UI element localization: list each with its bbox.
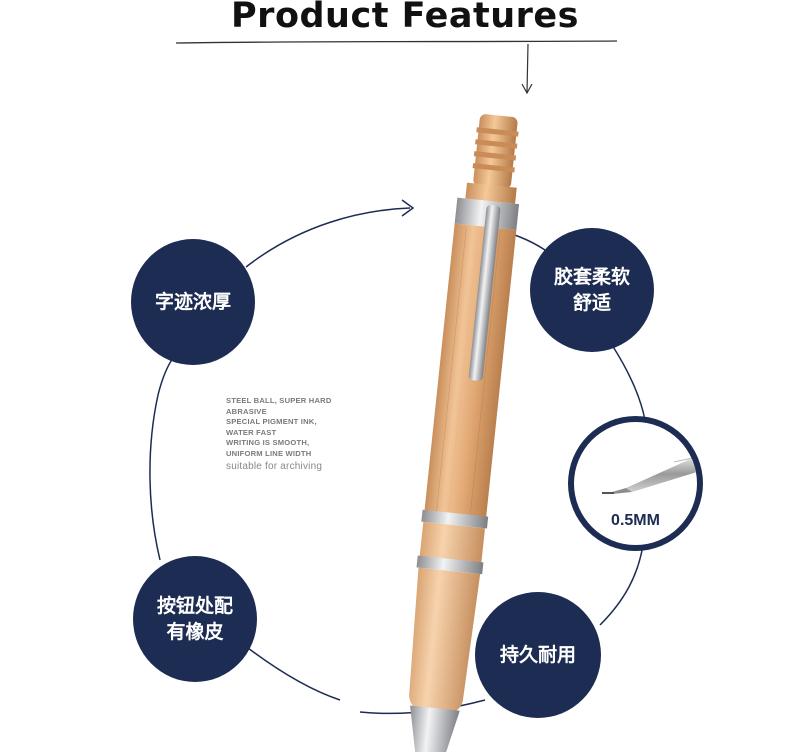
badge-text-line: 有橡皮 xyxy=(166,621,224,643)
title-underline xyxy=(175,40,618,95)
feature-badge-soft-grip: 胶套柔软 舒适 xyxy=(530,228,654,352)
badge-text-line: 胶套柔软 xyxy=(553,266,630,288)
lead-size-callout: 0.5MM xyxy=(568,416,703,551)
mechanical-pencil-illustration xyxy=(409,114,520,752)
description-line: suitable for archiving xyxy=(226,460,323,472)
description-line: STEEL BALL, SUPER HARD xyxy=(226,396,332,405)
badge-text-line: 字迹浓厚 xyxy=(154,291,231,313)
lead-closeup: 0.5MM xyxy=(574,422,697,545)
description-line: WATER FAST xyxy=(226,427,277,437)
page-title: Product Features xyxy=(231,0,579,36)
badge-text-line: 舒适 xyxy=(572,292,611,314)
description-line: UNIFORM LINE WIDTH xyxy=(226,448,312,458)
description-line: SPECIAL PIGMENT INK, xyxy=(226,417,317,427)
description-line: WRITING IS SMOOTH, xyxy=(226,438,310,448)
description-line: ABRASIVE xyxy=(226,406,267,416)
badge-text-line: 持久耐用 xyxy=(499,644,576,666)
lead-size-label: 0.5MM xyxy=(611,512,660,529)
feature-badge-eraser: 按钮处配 有橡皮 xyxy=(133,556,257,682)
feature-badge-thick-writing: 字迹浓厚 xyxy=(131,239,255,365)
pencil-tip-closeup-icon xyxy=(602,456,697,494)
feature-badge-durable: 持久耐用 xyxy=(475,592,601,718)
badge-text-line: 按钮处配 xyxy=(156,595,233,617)
feature-description: STEEL BALL, SUPER HARD ABRASIVE SPECIAL … xyxy=(226,396,376,473)
